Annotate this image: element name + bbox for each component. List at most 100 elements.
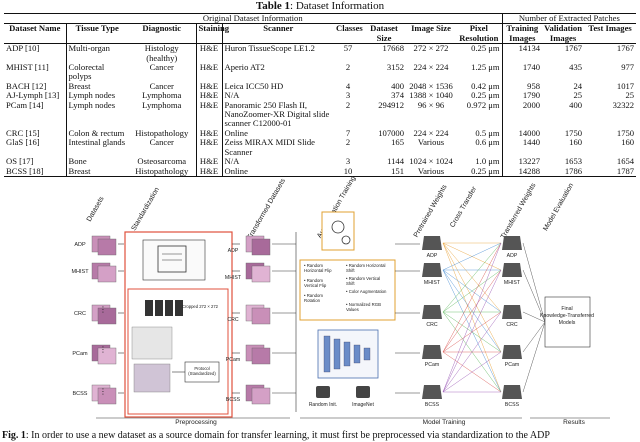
cross-transfer-line xyxy=(442,311,502,353)
table-cell: 1786 xyxy=(542,166,585,177)
table-cell: GlaS [16] xyxy=(4,138,67,158)
table-cell: 294912 xyxy=(378,99,404,110)
table-cell: 24 xyxy=(573,80,583,91)
table-cell: Histology (healthy) xyxy=(128,43,197,64)
table-cell: 3 xyxy=(345,90,351,101)
table-cell: 165 xyxy=(391,137,404,148)
phase-model-training: Model Training xyxy=(423,419,466,426)
slide-icon xyxy=(155,300,163,316)
arrow-line xyxy=(522,311,546,323)
table-cell: 1654 xyxy=(616,156,635,167)
column-header: Training Images xyxy=(502,24,543,45)
pretrained-title: Pretrained Weights xyxy=(413,183,449,238)
protocol-text: Protocol(Standardized) xyxy=(188,366,216,376)
column-header: Diagnostic xyxy=(128,24,197,45)
pretrained-label: MHIST xyxy=(424,280,441,286)
column-header: Pixel Resolution xyxy=(456,24,503,45)
table-cell: 374 xyxy=(391,90,404,101)
column-header: Dataset Size xyxy=(362,24,406,45)
augmentation-icon-box xyxy=(321,211,355,251)
cross-transfer-line xyxy=(442,269,502,393)
transferred-label: CRC xyxy=(506,322,517,328)
protocol-box xyxy=(127,288,229,415)
table-cell: Online xyxy=(222,166,334,177)
standardization-title: Standardization xyxy=(131,186,161,232)
tissue-photo xyxy=(133,363,171,393)
augmentation-gear-icon xyxy=(341,235,351,245)
transformed-label: BCSS xyxy=(226,397,241,403)
weight-icon xyxy=(422,236,442,250)
cross-transfer-line xyxy=(442,269,502,353)
ellipsis: ⋮ xyxy=(99,387,107,396)
table-cell: 2 xyxy=(345,62,351,73)
table-cell: 2048 × 1536 xyxy=(409,80,453,91)
table-cell: 1787 xyxy=(584,166,637,177)
evaluation-title: Model Evaluation xyxy=(542,182,575,232)
table-cell: 3152 xyxy=(386,62,404,73)
table-cell: OS [17] xyxy=(4,156,67,167)
arrow-line xyxy=(522,321,546,393)
cross-transfer-line xyxy=(442,242,502,271)
weight-icon xyxy=(422,305,442,319)
augmentation-list-box xyxy=(299,259,396,321)
table-cell: H&E xyxy=(196,156,223,167)
column-header: Tissue Type xyxy=(66,24,128,45)
table-cell: Zeiss MIRAX MIDI Slide Scanner xyxy=(224,137,315,157)
pretrained-label: CRC xyxy=(426,322,437,328)
table-cell: AJ-Lymph [13] xyxy=(4,90,67,101)
table-cell: 0.25 μm xyxy=(456,43,503,64)
table-cell: Huron TissueScope LE1.2 xyxy=(224,43,315,54)
arrow-line xyxy=(522,269,546,323)
crop-text: Cropped 272 × 272 xyxy=(182,304,219,309)
table-cell: 0.5 μm xyxy=(456,128,503,139)
table-cell: 0.25 μm xyxy=(456,166,503,177)
table-cell: H&E xyxy=(196,128,223,139)
scanner-photo xyxy=(131,326,173,360)
transformed-label: MHIST xyxy=(225,275,242,281)
table-cell: Cancer xyxy=(128,138,197,158)
table-cell: 10 xyxy=(334,166,362,177)
transformed-tile xyxy=(251,347,271,365)
table-cell: 0.6 μm xyxy=(456,138,503,158)
table-cell: 2 xyxy=(345,137,351,148)
table-cell: 1.0 μm xyxy=(456,156,503,167)
final-models-box xyxy=(544,296,591,348)
table-cell: 224 × 224 xyxy=(413,127,449,138)
augmentation-gear-icon xyxy=(331,220,345,234)
column-header: Dataset Name xyxy=(4,24,67,45)
transformed-tile xyxy=(251,307,271,325)
transformed-label: PCam xyxy=(226,357,240,363)
table-cell: H&E xyxy=(196,166,223,177)
transformed-title: Transformed Datasets xyxy=(246,177,287,241)
table-cell: 0.42 μm xyxy=(456,81,503,92)
table-cell: Histopathology xyxy=(128,128,197,139)
table-cell: 400 xyxy=(569,99,583,110)
table-cell: 1767 xyxy=(564,43,583,54)
table-cell: PCam [14] xyxy=(4,100,67,129)
table-cell: 160 xyxy=(569,137,583,148)
standard-icon xyxy=(157,245,187,273)
group-extracted: Number of Extracted Patches xyxy=(502,12,637,25)
weight-icon xyxy=(422,345,442,359)
transferred-label: MHIST xyxy=(504,280,521,286)
table-cell: Various xyxy=(406,166,456,177)
table-cell: Panoramic 250 Flash II, NanoZoomer-XR Di… xyxy=(224,99,330,129)
table-cell: 3 xyxy=(345,156,351,167)
table-cell: 958 xyxy=(527,80,541,91)
table-cell: H&E xyxy=(196,62,223,82)
weight-icon xyxy=(422,385,442,399)
table-cell: 2000 xyxy=(522,99,541,110)
